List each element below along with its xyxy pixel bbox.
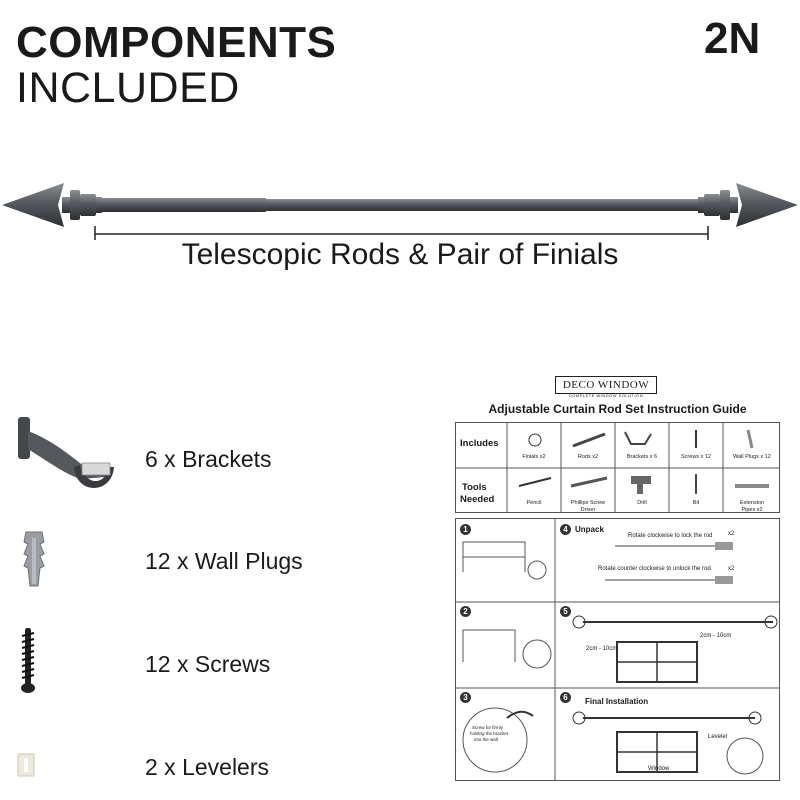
screw-note-1: Screw for firmly	[472, 725, 504, 730]
rods-mini-icon	[572, 432, 606, 448]
unlock-x2: x2	[728, 566, 735, 572]
brackets-label: 6 x Brackets	[145, 446, 272, 472]
step-5-number: 5	[560, 606, 571, 617]
lock-instruction: Rotate clockwise to lock the rod	[628, 533, 713, 539]
include-finials: Finials x2	[522, 454, 546, 460]
screw-note-2: holding the bracket	[470, 731, 509, 736]
tool-extension: Extension	[739, 500, 765, 506]
screw-note-3: into the wall	[474, 737, 498, 742]
rod-label: Telescopic Rods & Pair of Finials	[181, 238, 619, 271]
right-finial-collar	[730, 197, 738, 213]
step-3-number: 3	[460, 692, 471, 703]
tool-pencil: Pencil	[526, 500, 542, 506]
inner-rod	[266, 199, 700, 211]
tool-drill: Drill	[637, 500, 647, 506]
drill-mini-icon	[631, 476, 651, 494]
bracket-mini-icon	[624, 431, 652, 445]
include-wall-plugs: Wall Plugs x 12	[733, 454, 771, 460]
step-4-number: 4	[560, 524, 571, 535]
title-line-1: COMPONENTS	[16, 18, 337, 67]
tool-extension-line2: Pipes x2	[741, 507, 763, 513]
leveler-icon	[17, 753, 35, 777]
left-finial-collar	[62, 197, 70, 213]
screws-label: 12 x Screws	[145, 651, 271, 677]
tools-label-1: Tools	[462, 482, 487, 493]
tool-bit: Bit	[692, 500, 700, 506]
tools-label-2: Needed	[460, 494, 495, 505]
include-rods: Rods x2	[577, 454, 599, 460]
leveler-label: Leveler	[708, 734, 728, 740]
step-6-number: 6	[560, 692, 571, 703]
size-badge: 2N	[704, 14, 761, 63]
instruction-guide-graphic	[455, 422, 780, 781]
wall-plugs-label: 12 x Wall Plugs	[145, 548, 303, 574]
step-2-number: 2	[460, 606, 471, 617]
bracket-icon	[18, 417, 114, 488]
left-end-cap	[70, 190, 80, 220]
include-brackets: Brackets x 6	[626, 454, 658, 460]
curtain-rod-illustration	[2, 183, 798, 240]
right-finial	[736, 183, 798, 227]
finial-mini-icon	[528, 433, 542, 447]
tool-screwdriver-line2: Driver	[580, 507, 596, 513]
brand-logo: DECO WINDOW	[555, 376, 657, 394]
wall-plug-icon	[23, 531, 45, 587]
pencil-mini-icon	[518, 477, 552, 487]
right-end-cap	[720, 190, 730, 220]
dimension-right: 2cm - 10cm	[700, 633, 732, 639]
unpack-title: Unpack	[575, 525, 604, 534]
step-1-number: 1	[460, 524, 471, 535]
include-screws: Screws x 12	[681, 454, 711, 460]
screwdriver-mini-icon	[570, 476, 608, 488]
window-label: Window	[648, 766, 670, 772]
screw-icon	[21, 628, 35, 693]
outer-rod	[100, 198, 266, 212]
dimension-left: 2cm - 10cm	[586, 646, 618, 652]
plug-mini-icon	[746, 429, 754, 449]
tool-screwdriver: Phillips Screw	[570, 500, 606, 506]
unlock-instruction: Rotate counter clockwise to unlock the r…	[598, 566, 711, 572]
title-line-2: INCLUDED	[16, 64, 240, 112]
guide-title: Adjustable Curtain Rod Set Instruction G…	[488, 402, 747, 416]
extension-mini-icon	[735, 484, 769, 488]
brand-tagline: COMPLETE WINDOW SOLUTION	[568, 393, 644, 398]
final-installation-title: Final Installation	[585, 697, 649, 706]
includes-label: Includes	[460, 438, 499, 449]
lock-x2: x2	[728, 531, 735, 537]
levelers-label: 2 x Levelers	[145, 754, 270, 780]
left-finial	[2, 183, 64, 227]
